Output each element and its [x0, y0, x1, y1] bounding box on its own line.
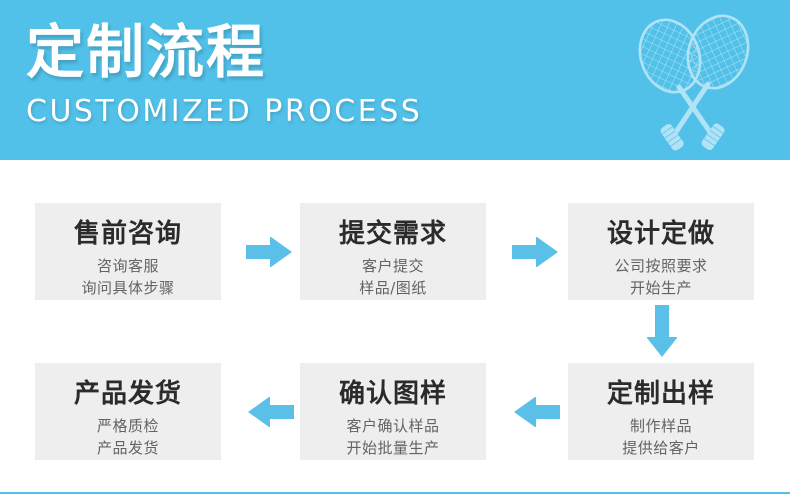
arrow-down-icon — [642, 305, 682, 359]
step-description: 公司按照要求 开始生产 — [568, 255, 754, 299]
step-description-line: 客户提交 — [361, 257, 424, 275]
step-title: 设计定做 — [606, 219, 715, 249]
step-description-line: 开始生产 — [629, 279, 692, 297]
process-step-sales-consultation[interactable]: 售前咨询 咨询客服 询问具体步骤 — [35, 203, 221, 300]
arrow-right-icon — [512, 232, 560, 272]
step-description: 制作样品 提供给客户 — [568, 415, 754, 459]
step-description-line: 产品发货 — [96, 439, 159, 457]
process-step-submit-requirements[interactable]: 提交需求 客户提交 样品/图纸 — [300, 203, 486, 300]
page-subtitle: CUSTOMIZED PROCESS — [26, 94, 423, 129]
page-title: 定制流程 — [26, 18, 267, 86]
step-description: 客户确认样品 开始批量生产 — [300, 415, 486, 459]
step-description-line: 制作样品 — [629, 417, 692, 435]
step-description-line: 客户确认样品 — [346, 417, 440, 435]
header-banner: 定制流程 CUSTOMIZED PROCESS — [0, 0, 790, 160]
arrow-left-icon — [512, 392, 560, 432]
step-description-line: 公司按照要求 — [614, 257, 708, 275]
crossed-badminton-rackets-icon — [618, 8, 768, 153]
process-step-product-shipment[interactable]: 产品发货 严格质检 产品发货 — [35, 363, 221, 460]
step-title: 提交需求 — [338, 219, 447, 249]
process-step-confirm-drawing[interactable]: 确认图样 客户确认样品 开始批量生产 — [300, 363, 486, 460]
footer-divider — [0, 492, 790, 494]
step-description: 咨询客服 询问具体步骤 — [35, 255, 221, 299]
step-description-line: 严格质检 — [96, 417, 159, 435]
step-title: 定制出样 — [606, 379, 715, 409]
step-title: 售前咨询 — [73, 219, 182, 249]
step-description-line: 询问具体步骤 — [81, 279, 175, 297]
header-text-group: 定制流程 CUSTOMIZED PROCESS — [26, 16, 422, 132]
step-description-line: 咨询客服 — [96, 257, 159, 275]
step-description-line: 开始批量生产 — [346, 439, 440, 457]
process-step-design-customization[interactable]: 设计定做 公司按照要求 开始生产 — [568, 203, 754, 300]
process-step-custom-sample[interactable]: 定制出样 制作样品 提供给客户 — [568, 363, 754, 460]
step-description-line: 提供给客户 — [622, 439, 700, 457]
step-title: 产品发货 — [73, 379, 182, 409]
process-flow: 售前咨询 咨询客服 询问具体步骤 提交需求 客户提交 样品/图纸 设计定做 — [0, 160, 790, 492]
step-title: 确认图样 — [338, 379, 447, 409]
step-description: 客户提交 样品/图纸 — [300, 255, 486, 299]
arrow-left-icon — [246, 392, 294, 432]
arrow-right-icon — [246, 232, 294, 272]
step-description-line: 样品/图纸 — [359, 279, 427, 297]
step-description: 严格质检 产品发货 — [35, 415, 221, 459]
